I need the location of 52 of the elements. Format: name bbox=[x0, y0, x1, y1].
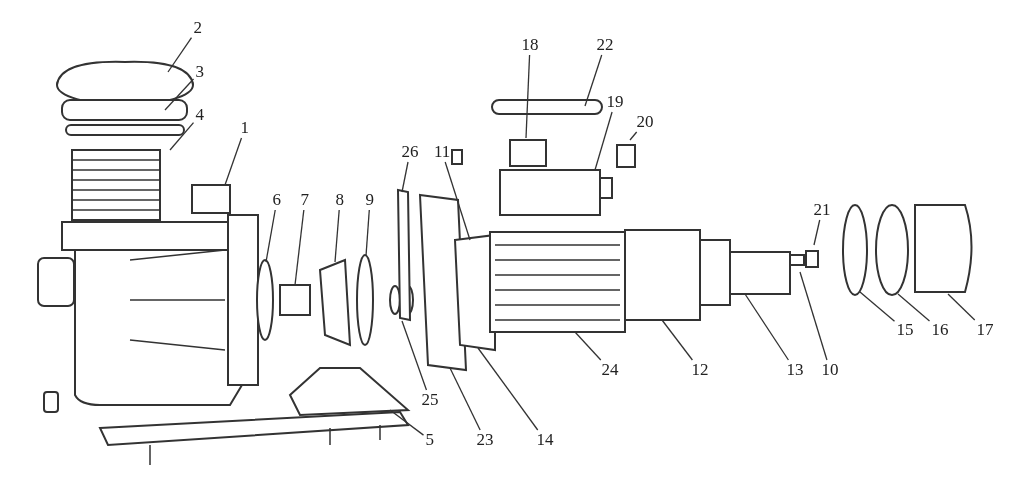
callout-number: 9 bbox=[365, 192, 374, 208]
callout-number: 7 bbox=[300, 192, 309, 208]
leader-line bbox=[594, 111, 613, 171]
callout-number: 26 bbox=[401, 144, 419, 160]
leader-line bbox=[947, 293, 976, 321]
callout-number: 19 bbox=[606, 94, 624, 110]
leader-line bbox=[169, 121, 195, 151]
callout-number: 10 bbox=[821, 362, 839, 378]
leader-line bbox=[444, 161, 471, 241]
leader-line bbox=[744, 293, 790, 361]
callout-number: 11 bbox=[434, 144, 451, 160]
leader-line bbox=[629, 131, 638, 141]
callout-number: 15 bbox=[896, 322, 914, 338]
leader-line bbox=[164, 78, 195, 111]
callout-number: 1 bbox=[240, 120, 249, 136]
callout-number: 8 bbox=[335, 192, 344, 208]
leader-line bbox=[401, 320, 428, 391]
leader-line bbox=[574, 331, 602, 361]
callout-number: 23 bbox=[476, 432, 494, 448]
callout-number: 16 bbox=[931, 322, 949, 338]
leader-line bbox=[401, 161, 409, 193]
leader-line bbox=[661, 319, 694, 361]
callout-number: 22 bbox=[596, 37, 614, 53]
callout-number: 4 bbox=[195, 107, 204, 123]
leader-line bbox=[859, 291, 896, 322]
callout-number: 21 bbox=[813, 202, 831, 218]
callout-number: 17 bbox=[976, 322, 994, 338]
leader-line bbox=[799, 271, 828, 361]
leader-line bbox=[365, 209, 370, 257]
leader-line bbox=[294, 209, 305, 286]
callout-number: 14 bbox=[536, 432, 554, 448]
callout-number: 25 bbox=[421, 392, 439, 408]
leader-line bbox=[334, 209, 340, 263]
callout-number: 24 bbox=[601, 362, 619, 378]
leader-line bbox=[389, 409, 425, 436]
callout-number: 3 bbox=[195, 64, 204, 80]
callout-number: 2 bbox=[193, 20, 202, 36]
leader-line bbox=[813, 219, 821, 246]
callout-number: 18 bbox=[521, 37, 539, 53]
callout-number: 20 bbox=[636, 114, 654, 130]
callout-number: 13 bbox=[786, 362, 804, 378]
leader-line bbox=[265, 209, 276, 263]
leader-line bbox=[449, 367, 481, 431]
leader-line bbox=[584, 54, 603, 107]
leader-line bbox=[525, 54, 531, 139]
leader-line bbox=[477, 347, 539, 431]
leader-line bbox=[167, 36, 193, 73]
leader-line bbox=[897, 293, 931, 322]
callout-number: 6 bbox=[272, 192, 281, 208]
callout-number: 5 bbox=[425, 432, 434, 448]
callout-number: 12 bbox=[691, 362, 709, 378]
leader-line bbox=[224, 137, 243, 186]
